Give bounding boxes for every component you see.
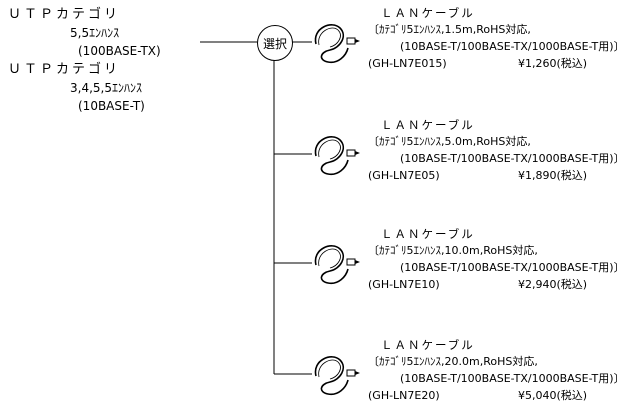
- lan-cable-icon: [314, 136, 360, 176]
- product-spec: 〔ｶﾃｺﾞﾘ5ｴﾝﾊﾝｽ,10.0m,RoHS対応,: [368, 244, 538, 257]
- product-code: (GH-LN7E05): [368, 169, 440, 182]
- product-standards: (10BASE-T/100BASE-TX/1000BASE-T用)〕: [400, 40, 625, 53]
- product-spec: 〔ｶﾃｺﾞﾘ5ｴﾝﾊﾝｽ,5.0m,RoHS対応,: [368, 135, 531, 148]
- product-spec: 〔ｶﾃｺﾞﾘ5ｴﾝﾊﾝｽ,1.5m,RoHS対応,: [368, 23, 531, 36]
- lan-cable-icon: [314, 245, 360, 285]
- product-standards: (10BASE-T/100BASE-TX/1000BASE-T用)〕: [400, 372, 625, 385]
- product-price: ¥2,940(税込): [518, 278, 588, 291]
- product-price: ¥5,040(税込): [518, 389, 588, 402]
- category-standard: (10BASE-T): [78, 99, 145, 113]
- category-standard: (100BASE-TX): [78, 44, 161, 58]
- product-title: ＬＡＮケーブル: [381, 338, 475, 352]
- product-code: (GH-LN7E015): [368, 57, 447, 70]
- product-code: (GH-LN7E10): [368, 278, 440, 291]
- selector-circle: 選択: [257, 25, 293, 61]
- product-title: ＬＡＮケーブル: [381, 6, 475, 20]
- selector-label: 選択: [262, 36, 287, 51]
- category-grade: 3,4,5,5ｴﾝﾊﾝｽ: [70, 81, 142, 95]
- lan-cable-icon: [314, 24, 360, 64]
- product-title: ＬＡＮケーブル: [381, 227, 475, 241]
- category-grade: 5,5ｴﾝﾊﾝｽ: [70, 26, 120, 40]
- product-title: ＬＡＮケーブル: [381, 118, 475, 132]
- product-standards: (10BASE-T/100BASE-TX/1000BASE-T用)〕: [400, 152, 625, 165]
- category-title: ＵＴＰカテゴリ: [8, 62, 121, 77]
- product-spec: 〔ｶﾃｺﾞﾘ5ｴﾝﾊﾝｽ,20.0m,RoHS対応,: [368, 355, 538, 368]
- category-title: ＵＴＰカテゴリ: [8, 7, 121, 22]
- product-standards: (10BASE-T/100BASE-TX/1000BASE-T用)〕: [400, 261, 625, 274]
- product-price: ¥1,890(税込): [518, 169, 588, 182]
- product-code: (GH-LN7E20): [368, 389, 440, 402]
- product-price: ¥1,260(税込): [518, 57, 588, 70]
- lan-cable-icon: [314, 356, 360, 396]
